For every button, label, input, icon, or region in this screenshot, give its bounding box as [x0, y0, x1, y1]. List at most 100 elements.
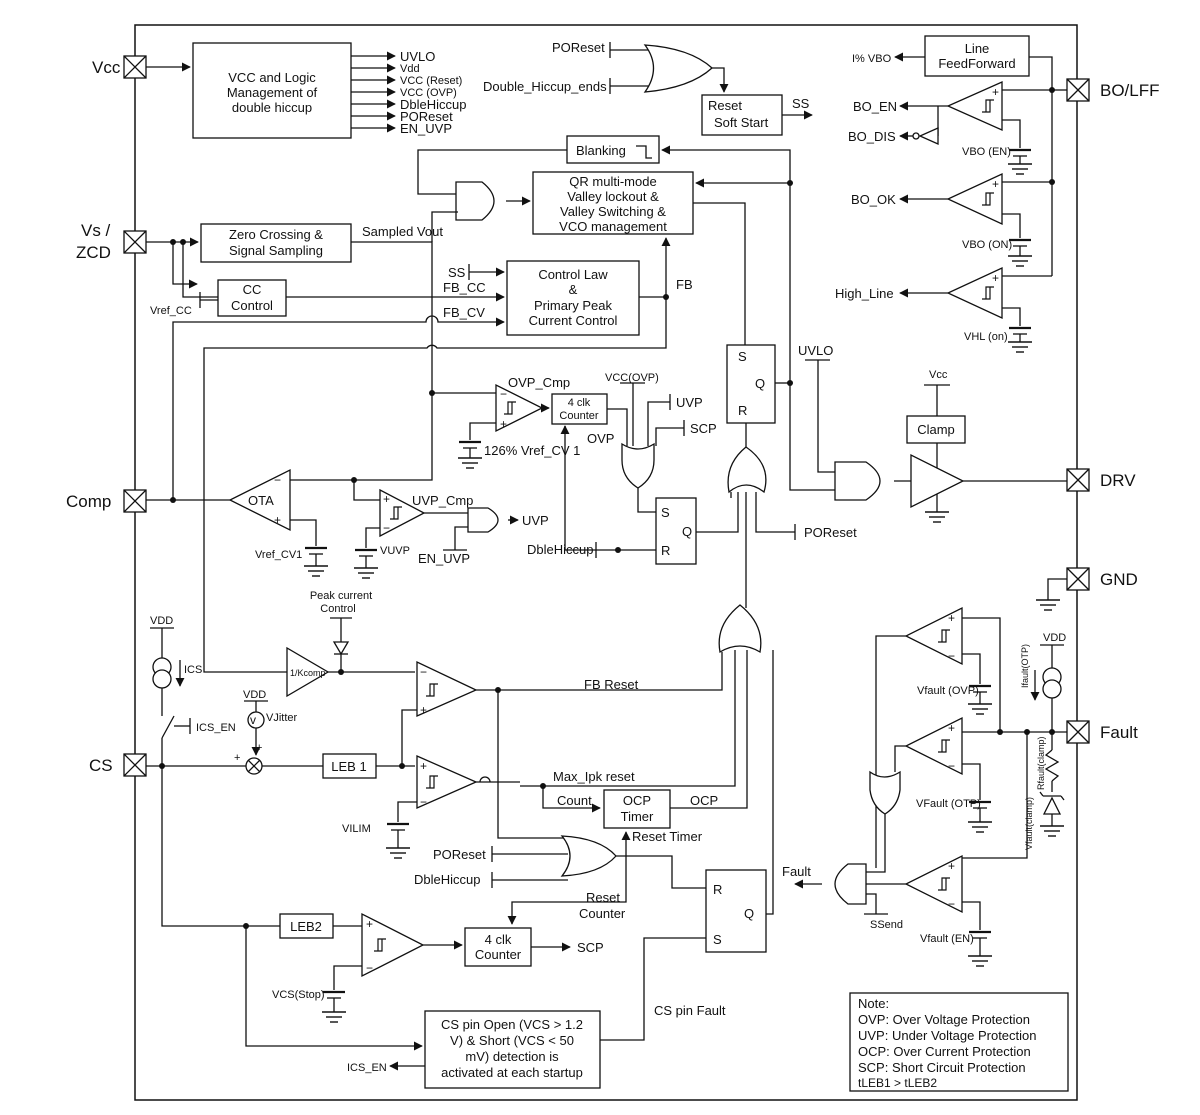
qr-line2: Valley lockout &	[567, 189, 659, 204]
pin-zcd-label: ZCD	[76, 243, 111, 262]
reset-in-poreset: POReset	[552, 40, 605, 55]
pin-vs-label: Vs /	[81, 221, 111, 240]
ota-vref-label: Vref_CV1	[255, 549, 302, 561]
vcc-logic-line2: Management of	[227, 85, 318, 100]
reset-line2: Soft Start	[714, 115, 769, 130]
jitter-label: VJitter	[266, 712, 298, 724]
jitter-vdd-label: VDD	[243, 689, 266, 701]
vcc-out-en-uvp: EN_UVP	[400, 121, 452, 136]
ocp-timer-line2: Timer	[621, 809, 654, 824]
sr-latch-middle	[655, 497, 697, 565]
svg-text:−: −	[366, 961, 373, 975]
cs-current-source: VDD ICS ICS_EN	[150, 615, 236, 766]
cs-detect-ics-en: ICS_EN	[347, 1062, 387, 1074]
svg-text:−: −	[274, 473, 281, 487]
sr2-q: Q	[755, 376, 765, 391]
blanking-label: Blanking	[576, 143, 626, 158]
svg-text:−: −	[948, 759, 955, 773]
scp-counter-line1: 4 clk	[485, 932, 512, 947]
note-line-ovp: OVP: Over Voltage Protection	[858, 1012, 1030, 1027]
ovp-uvp-label: UVP	[676, 395, 703, 410]
svg-text:+: +	[383, 492, 390, 506]
clamp-block	[906, 415, 966, 444]
leb1-label: LEB 1	[331, 759, 366, 774]
ovp-counter-line2: Counter	[559, 410, 598, 422]
svg-text:+: +	[234, 752, 240, 764]
uvp-vuvp-label: VUVP	[380, 545, 410, 557]
cl-fbcc-label: FB_CC	[443, 280, 486, 295]
cl-ss-label: SS	[448, 265, 466, 280]
ocp-count-label: Count	[557, 793, 592, 808]
vcc-out-uvlo: UVLO	[400, 49, 435, 64]
cs-ics-label: ICS	[184, 664, 202, 676]
ic-boundary	[134, 24, 1078, 1101]
svg-text:−: −	[500, 387, 507, 401]
vcs-stop-label: VCS(Stop)	[272, 989, 325, 1001]
svg-text:−: −	[420, 665, 427, 679]
pin-fault: Fault	[1066, 720, 1138, 744]
cs-detect-line4: activated at each startup	[441, 1065, 583, 1080]
bo-ok-label: BO_OK	[851, 192, 896, 207]
vcc-logic-line3: double hiccup	[232, 100, 312, 115]
pin-cs-label: CS	[89, 756, 113, 775]
svg-text:+: +	[420, 759, 427, 773]
bo-en-comparator: + VBO (EN) BO_EN BO_DIS	[848, 80, 1052, 175]
cl-line4: Current Control	[529, 313, 618, 328]
cl-fbcv-label: FB_CV	[443, 305, 485, 320]
svg-text:−: −	[420, 795, 427, 809]
ota-amplifier: OTA − + Vref_CV1	[146, 440, 433, 577]
rfault-label: Rfault(clamp)	[1036, 736, 1046, 790]
vbo-en-label: VBO (EN)	[962, 146, 1011, 158]
pin-vcc: Vcc	[92, 55, 147, 79]
svg-text:+: +	[420, 703, 427, 717]
sr2-r: R	[738, 403, 747, 418]
line-feedforward-block	[924, 35, 1030, 77]
qr-line4: VCO management	[559, 219, 667, 234]
uvp-en-label: EN_UVP	[418, 551, 470, 566]
sr1-dble-label: DbleHiccup	[527, 542, 593, 557]
sr3-r: R	[713, 882, 722, 897]
cs-detect-line2: V) & Short (VCS < 50	[450, 1033, 574, 1048]
ovp-counter-block	[551, 393, 608, 425]
sr-latch-main	[726, 344, 776, 424]
ocp-reset-timer-label: Reset Timer	[632, 829, 703, 844]
sr3-s: S	[713, 932, 722, 947]
uvlo-label: UVLO	[798, 343, 833, 358]
vhl-on-label: VHL (on)	[964, 331, 1008, 343]
pin-bo-lff: BO/LFF	[1066, 78, 1160, 102]
peak-ctrl-line1: Peak current	[310, 590, 372, 602]
ocp-timer-block	[603, 789, 671, 829]
ocp-out-label: OCP	[690, 793, 718, 808]
cc-control-block	[217, 279, 287, 317]
cs-detect-line3: mV) detection is	[465, 1049, 559, 1064]
svg-text:+: +	[274, 513, 281, 527]
note-title: Note:	[858, 996, 889, 1011]
svg-text:+: +	[992, 85, 999, 99]
bottom-or-poreset-label: POReset	[433, 847, 486, 862]
vcc-out-vdd: Vdd	[400, 63, 420, 75]
fb-reset-comparator: − + FB Reset	[401, 652, 723, 766]
sr-latch-bottom	[705, 869, 767, 953]
reset-or-gate: POReset Double_Hiccup_ends	[483, 40, 729, 94]
sr1-s: S	[661, 505, 670, 520]
high-line-comparator: + VHL (on) High_Line	[835, 266, 1052, 353]
scp-out-label: SCP	[577, 940, 604, 955]
svg-text:+: +	[948, 611, 955, 625]
vcc-out-dblehiccup: DbleHiccup	[400, 97, 466, 112]
bo-dis-label: BO_DIS	[848, 129, 896, 144]
vcc-out-poreset: POReset	[400, 109, 453, 124]
cc-line2: Control	[231, 298, 273, 313]
lff-line2: FeedForward	[938, 56, 1015, 71]
pin-drv-label: DRV	[1100, 471, 1136, 490]
svg-text:−: −	[948, 897, 955, 911]
fault-out-label: Fault	[782, 864, 811, 879]
ovp-scp-label: SCP	[690, 421, 717, 436]
svg-text:+: +	[366, 917, 373, 931]
pin-comp: Comp	[66, 489, 147, 513]
ifault-label: Ifault(OTP)	[1020, 644, 1030, 688]
reset-soft-start-block	[701, 94, 783, 136]
pin-gnd: GND	[1066, 567, 1138, 591]
cs-ics-en-label: ICS_EN	[196, 722, 236, 734]
uvp-cmp-label: UVP_Cmp	[412, 493, 473, 508]
lff-line1: Line	[965, 41, 990, 56]
